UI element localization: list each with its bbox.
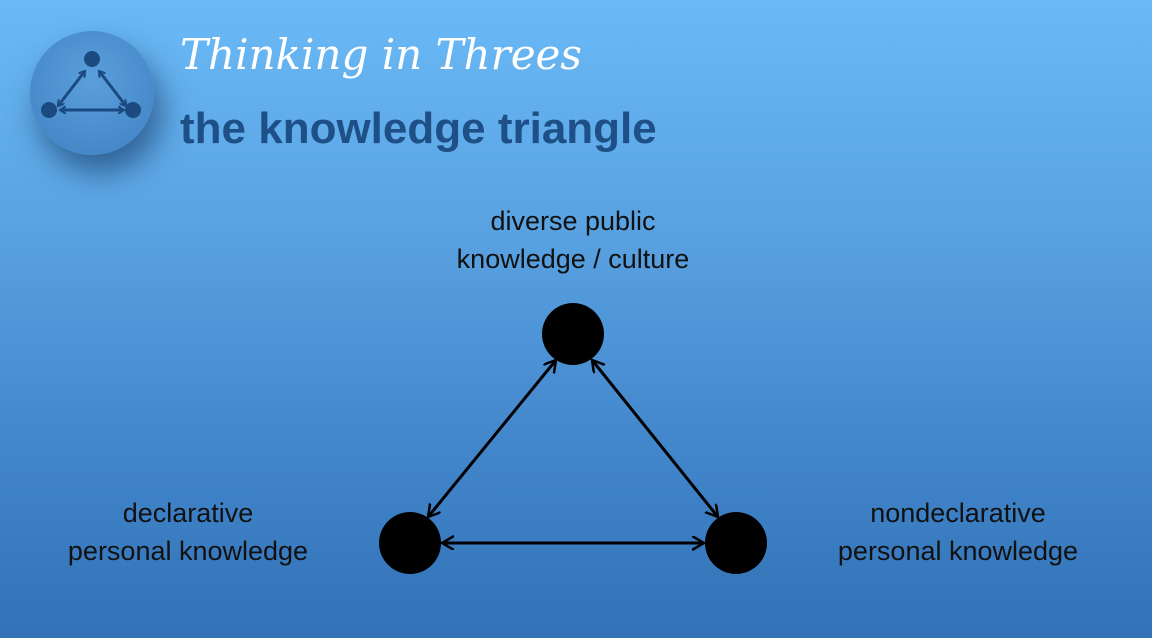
node-left <box>379 512 441 574</box>
node-left-label: declarative personal knowledge <box>28 494 348 570</box>
node-left-label-line1: declarative <box>122 498 254 528</box>
edge-top-right <box>592 360 718 517</box>
node-top <box>542 303 604 365</box>
node-right-label-line2: personal knowledge <box>837 536 1079 566</box>
node-right <box>705 512 767 574</box>
node-top-label: diverse public knowledge / culture <box>423 202 723 278</box>
node-top-label-line2: knowledge / culture <box>456 244 690 274</box>
logo-triangle-icon <box>30 31 154 155</box>
node-left-label-line2: personal knowledge <box>67 536 309 566</box>
edge-top-left <box>428 360 556 517</box>
node-right-label-line1: nondeclarative <box>870 498 1046 528</box>
slide-subtitle: the knowledge triangle <box>180 104 657 153</box>
script-title: Thinking in Threes <box>180 30 582 79</box>
node-right-label: nondeclarative personal knowledge <box>798 494 1118 570</box>
node-top-label-line1: diverse public <box>490 206 656 236</box>
